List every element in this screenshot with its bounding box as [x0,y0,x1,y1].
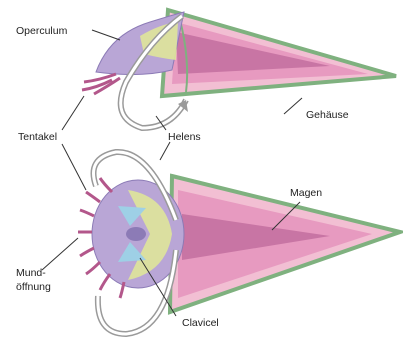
leader-mund [42,238,78,270]
leader-tentakel-up [62,96,84,130]
label-tentakel: Tentakel [18,131,57,143]
leader-gehaeuse [284,98,302,114]
leader-operculum [92,30,120,40]
upper-hyolith [82,10,396,128]
label-helens: Helens [168,131,201,143]
lower-hyolith [78,152,400,334]
lower-mouth [126,227,146,241]
label-mund: Mund- [16,267,46,279]
label-oeffnung: öffnung [16,281,51,293]
label-operculum: Operculum [16,25,68,37]
label-clavicel: Clavicel [182,317,219,329]
leader-helens-down [160,142,170,160]
leader-tentakel-down [62,144,86,190]
label-magen: Magen [290,187,322,199]
label-gehaeuse: Gehäuse [306,109,349,121]
